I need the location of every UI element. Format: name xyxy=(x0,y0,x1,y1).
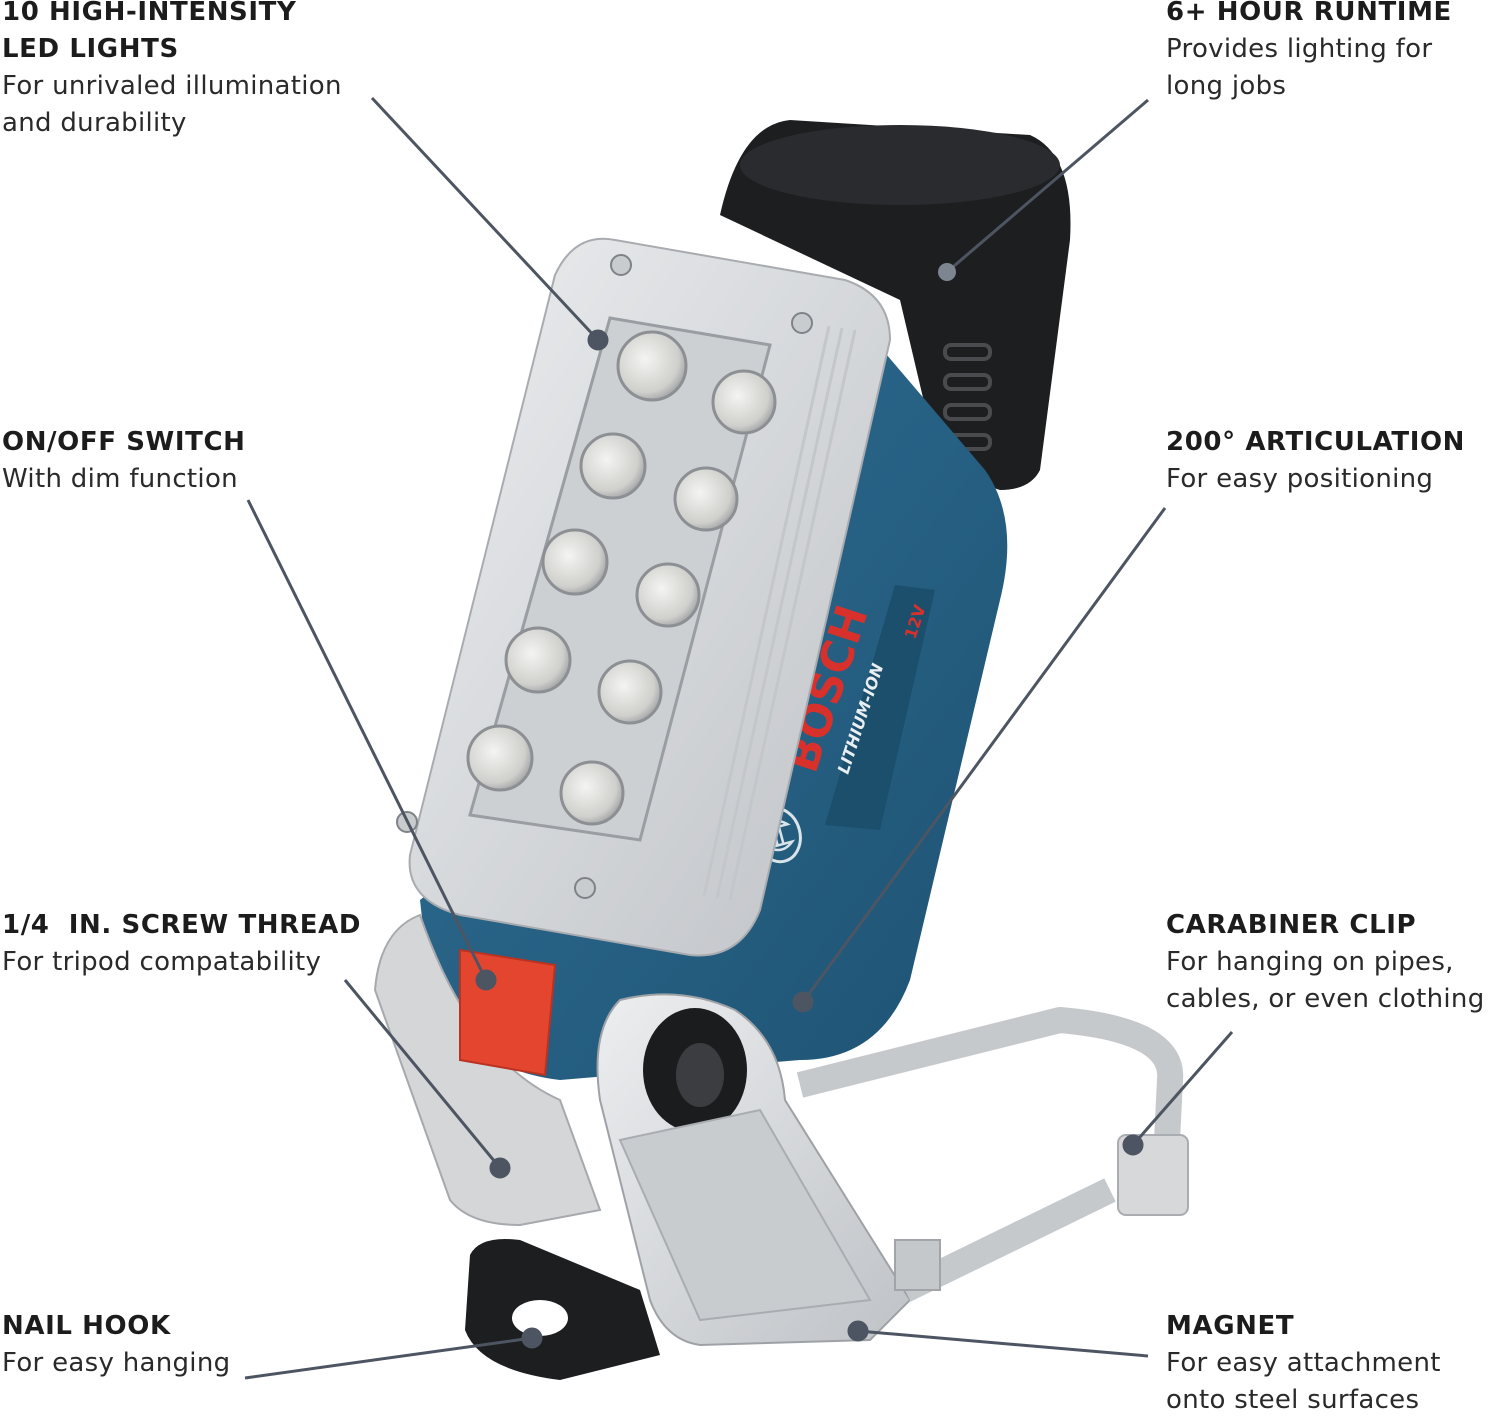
led-3 xyxy=(579,432,647,500)
callout-description: For hanging on pipes, cables, or even cl… xyxy=(1166,947,1485,1014)
callout-title: 6+ HOUR RUNTIME xyxy=(1166,0,1452,27)
callout-carabiner: CARABINER CLIP For hanging on pipes, cab… xyxy=(1166,907,1500,1018)
led-7 xyxy=(504,626,572,694)
screw-icon xyxy=(574,877,596,899)
screw-icon xyxy=(791,312,813,334)
callout-title: NAIL HOOK xyxy=(2,1311,171,1341)
callout-title: ON/OFF SWITCH xyxy=(2,427,246,457)
callout-nail-hook: NAIL HOOK For easy hanging xyxy=(2,1308,302,1382)
callout-articulation: 200° ARTICULATION For easy positioning xyxy=(1166,424,1496,498)
callout-description: For easy hanging xyxy=(2,1348,231,1378)
callout-screw-thread: 1/4 IN. SCREW THREAD For tripod compatab… xyxy=(2,907,402,981)
callout-description: For unrivaled illumination and durabilit… xyxy=(2,71,342,138)
callout-title: 200° ARTICULATION xyxy=(1166,427,1466,457)
callout-magnet: MAGNET For easy attachment onto steel su… xyxy=(1166,1308,1496,1419)
led-head xyxy=(396,237,892,957)
callout-description: Provides lighting for long jobs xyxy=(1166,34,1433,101)
led-6 xyxy=(635,562,701,628)
callout-description: For easy attachment onto steel surfaces xyxy=(1166,1348,1441,1415)
callout-title: MAGNET xyxy=(1166,1311,1295,1341)
on-off-switch-button[interactable] xyxy=(459,948,557,1077)
led-5 xyxy=(541,528,609,596)
callout-switch: ON/OFF SWITCH With dim function xyxy=(2,424,302,498)
callout-title: 10 HIGH-INTENSITY LED LIGHTS xyxy=(2,0,297,64)
led-10 xyxy=(559,760,625,826)
base-stand xyxy=(596,993,912,1347)
led-2 xyxy=(711,369,777,435)
led-9 xyxy=(466,724,534,792)
screw-icon xyxy=(610,254,632,276)
led-4 xyxy=(673,466,739,532)
callout-title: CARABINER CLIP xyxy=(1166,910,1417,940)
led-8 xyxy=(597,659,663,725)
led-1 xyxy=(616,330,688,402)
callout-runtime: 6+ HOUR RUNTIME Provides lighting for lo… xyxy=(1166,0,1496,105)
callout-description: With dim function xyxy=(2,464,238,494)
callout-title: 1/4 IN. SCREW THREAD xyxy=(2,910,362,940)
battery-pack xyxy=(720,120,1071,490)
led-array xyxy=(466,330,777,826)
callout-description: For tripod compatability xyxy=(2,947,322,977)
callout-led-lights: 10 HIGH-INTENSITY LED LIGHTS For unrival… xyxy=(2,0,382,142)
callout-description: For easy positioning xyxy=(1166,464,1434,494)
leader-lines xyxy=(244,96,1234,1380)
